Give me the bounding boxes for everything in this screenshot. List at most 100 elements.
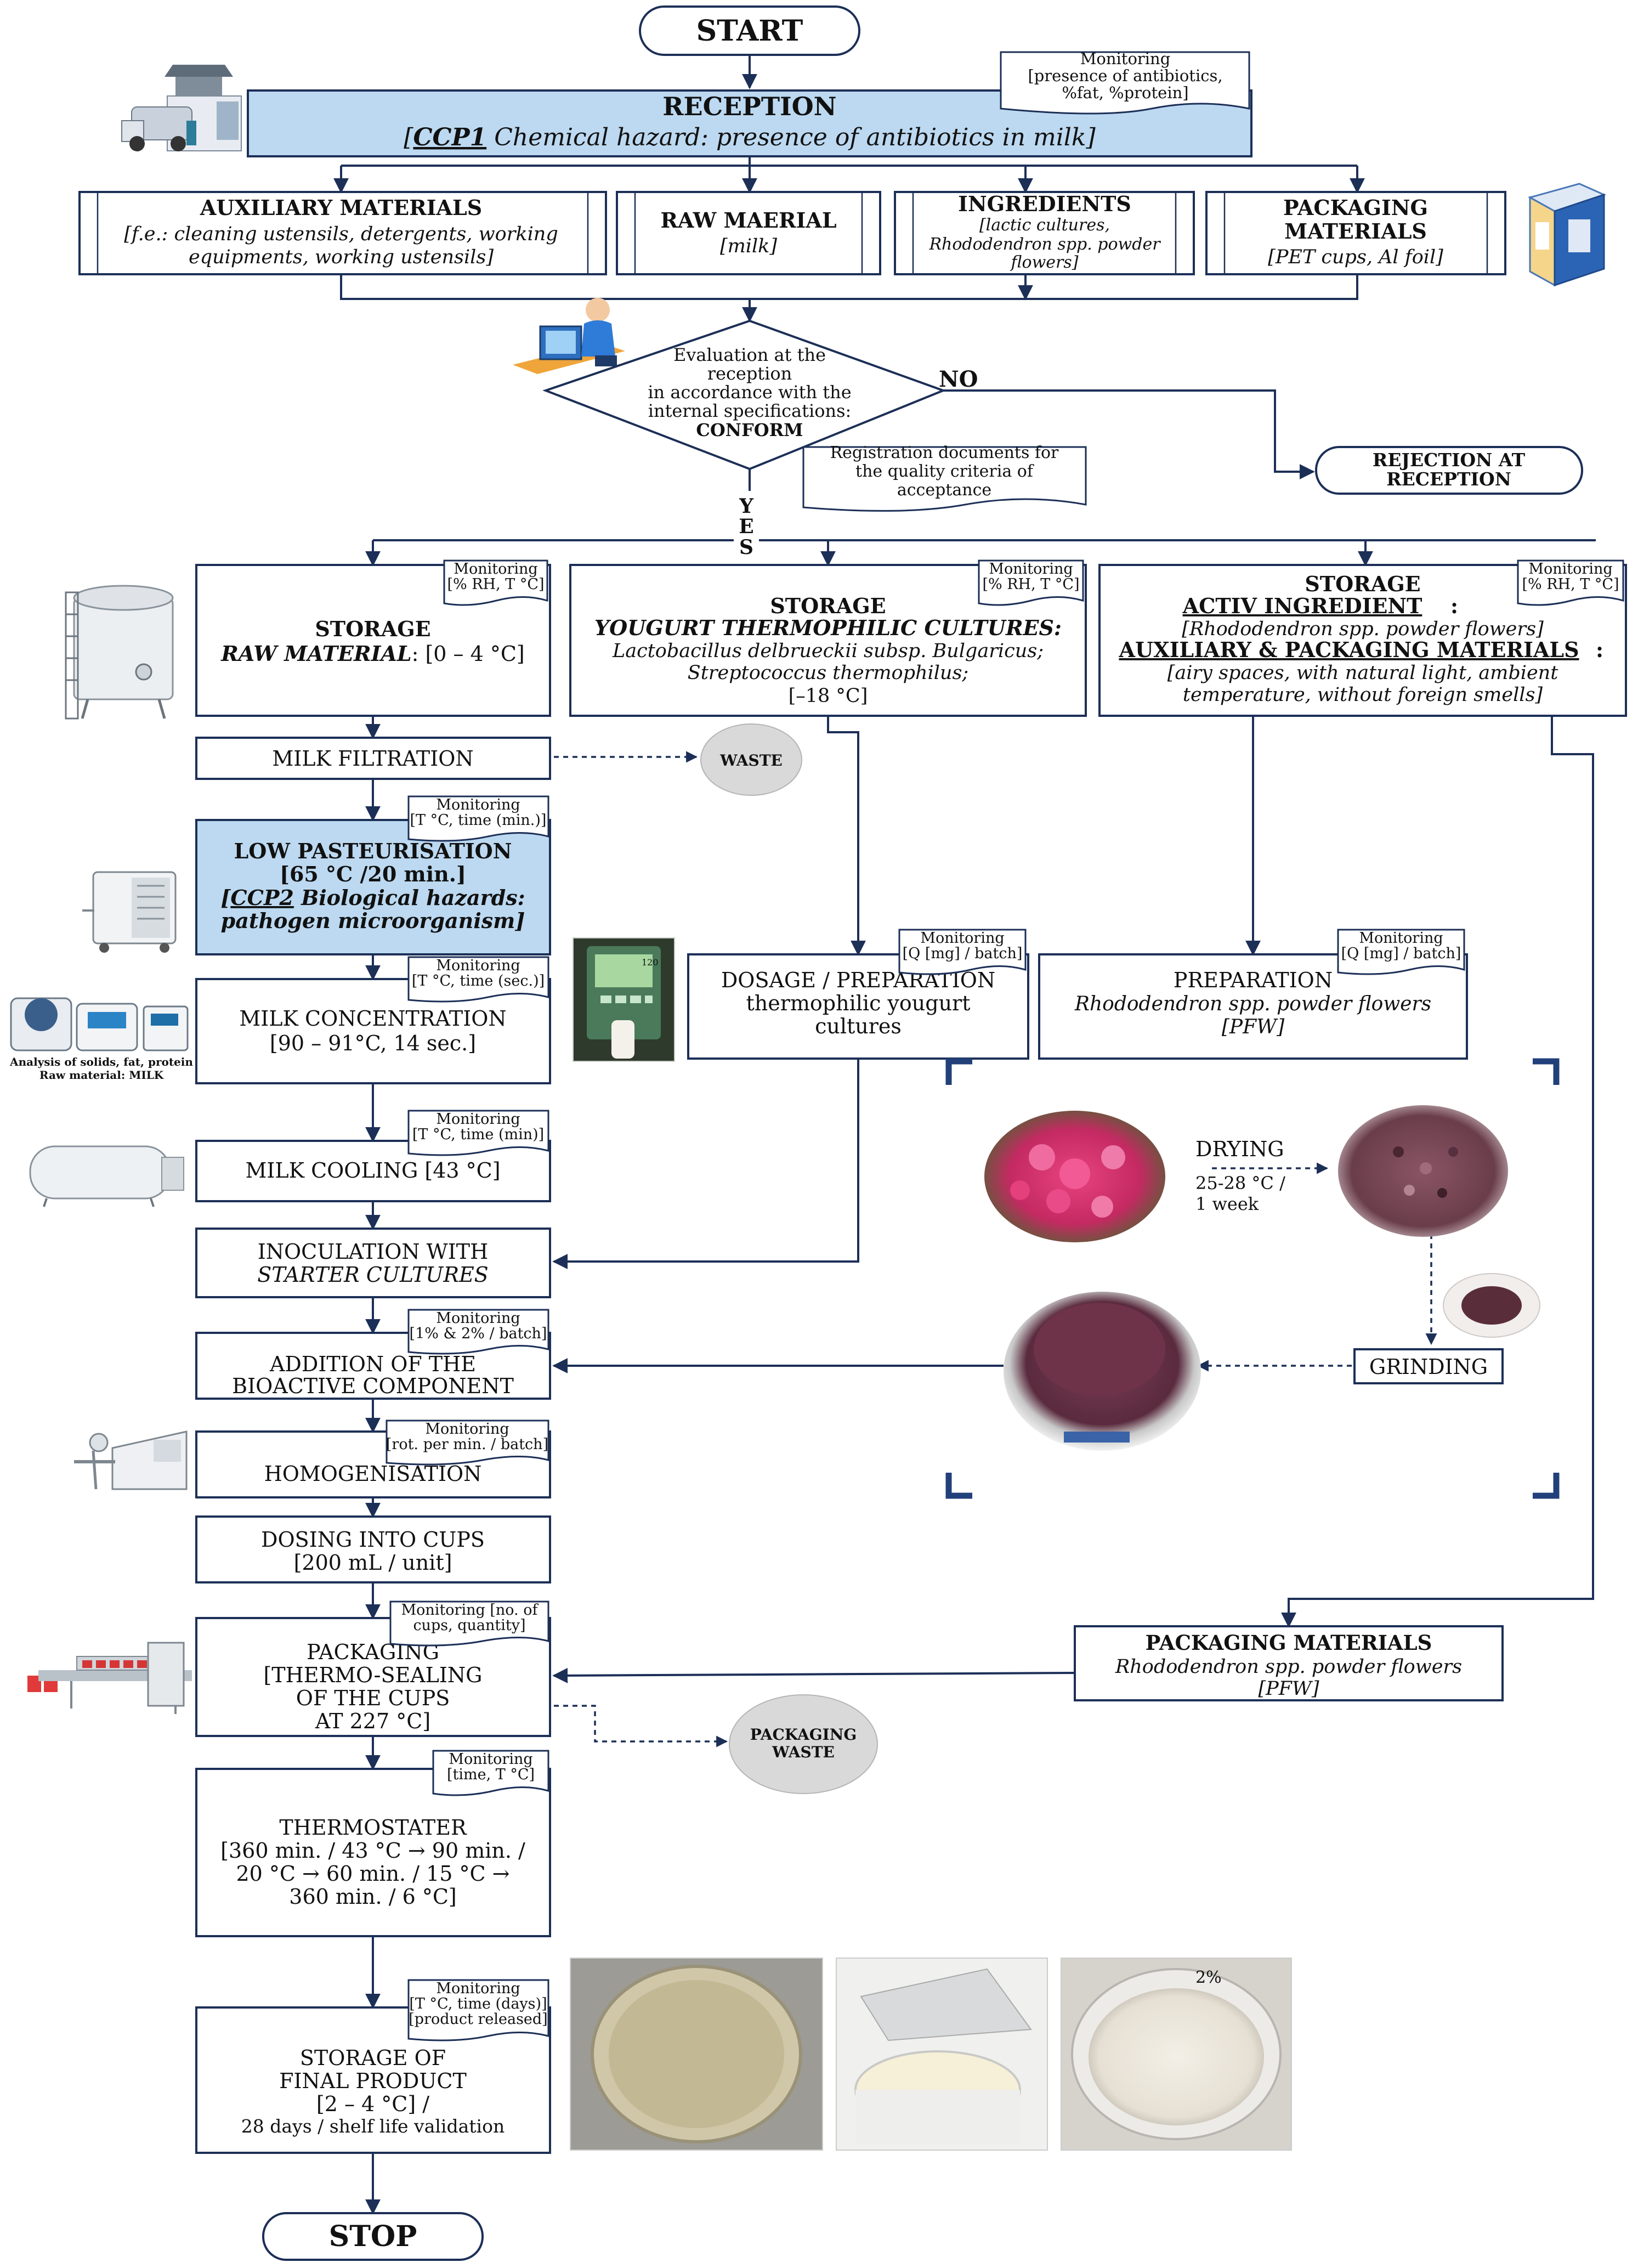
thermostater-monitoring: Monitoring [time, T °C]	[432, 1750, 549, 1796]
registration-line: the quality criteria of	[855, 462, 1034, 481]
packaging-title: PACKAGING	[1283, 195, 1428, 220]
monitoring-line: [T °C, time (min)]	[412, 1126, 544, 1143]
cup-label: 2%	[1195, 1968, 1222, 1987]
thermostater-line: 360 min. / 6 °C]	[289, 1885, 456, 1909]
monitoring-line: Monitoring	[1528, 561, 1612, 578]
packaging-waste-bubble: PACKAGING WASTE	[729, 1694, 878, 1794]
lab-analysers-icon	[10, 997, 189, 1051]
waste-bubble: WASTE	[700, 723, 802, 796]
storage-active-colon: :	[1450, 593, 1458, 618]
storage-active-sub2: AUXILIARY & PACKAGING MATERIALS	[1118, 637, 1579, 662]
ccp2-text-2: pathogen microorganism]	[221, 908, 525, 933]
auxiliary-materials-box: AUXILIARY MATERIALS [f.e.: cleaning uste…	[78, 191, 607, 275]
device-display-readout: 120	[642, 957, 659, 968]
preparation-line: [PFW]	[1222, 1016, 1285, 1038]
start-label: START	[696, 14, 803, 48]
preparation-line: Rhododendron spp. powder flowers	[1074, 993, 1431, 1015]
packaging-right-title: PACKAGING MATERIALS	[1146, 1631, 1432, 1655]
thermostater-line: [360 min. / 43 °C → 90 min. /	[220, 1839, 525, 1863]
thermostater-box: THERMOSTATER [360 min. / 43 °C → 90 min.…	[195, 1768, 551, 1937]
inoculation-sub: STARTER CULTURES	[257, 1263, 488, 1287]
dosing-cups-sub: [200 mL / unit]	[294, 1551, 452, 1575]
decision-conform: CONFORM	[696, 420, 803, 440]
dried-flowers-image	[1338, 1105, 1508, 1237]
pasteuriser-icon	[82, 871, 177, 953]
thermostater-line: 20 °C → 60 min. / 15 °C →	[236, 1862, 509, 1886]
monitoring-line: [T °C, time (days)]	[409, 1995, 547, 2012]
packaging-line: [PET cups, Al foil]	[1268, 246, 1443, 268]
storage-active-line: [Rhododendron spp. powder flowers]	[1182, 618, 1544, 640]
storage-raw-temp: : [0 – 4 °C]	[412, 642, 525, 666]
storage-raw-monitoring: Monitoring [% RH, T °C]	[443, 559, 548, 606]
inoculation-box: INOCULATION WITH STARTER CULTURES	[195, 1228, 551, 1298]
dosage-monitoring: Monitoring [Q [mg] / batch]	[898, 929, 1027, 975]
cooling-monitoring: Monitoring [T °C, time (min)]	[407, 1110, 549, 1156]
pasteurisation-params: [65 °C /20 min.]	[280, 862, 466, 886]
monitoring-line: Monitoring	[989, 561, 1073, 578]
storage-active-monitoring: Monitoring [% RH, T °C]	[1517, 559, 1624, 606]
addition-title: ADDITION OF THE	[269, 1352, 476, 1376]
analysis-caption: Raw material: MILK	[39, 1068, 164, 1082]
computer-user-icon	[513, 298, 625, 374]
monitoring-line: cups, quantity]	[413, 1617, 525, 1634]
ccp2-text: Biological hazards:	[294, 885, 525, 910]
reception-title: RECEPTION	[662, 92, 836, 121]
storage-active-box: STORAGE ACTIV INGREDIENT : [Rhododendron…	[1098, 564, 1627, 717]
concentration-title: MILK CONCENTRATION	[239, 1006, 506, 1031]
decision-line: reception	[707, 363, 792, 384]
storage-silo-icon	[65, 585, 174, 720]
start-terminal: START	[639, 5, 860, 56]
flow-connectors	[333, 55, 1596, 2215]
stop-label: STOP	[329, 2220, 417, 2253]
inoculation-title: INOCULATION WITH	[258, 1240, 489, 1264]
rejection-terminal: REJECTION AT RECEPTION	[1315, 446, 1583, 495]
monitoring-line: [T °C, time (sec.)]	[412, 972, 545, 989]
rejection-line: RECEPTION	[1386, 468, 1511, 490]
monitoring-line: Monitoring	[449, 1751, 532, 1768]
grinding-label: GRINDING	[1369, 1355, 1488, 1379]
dosing-cups-box: DOSING INTO CUPS [200 mL / unit]	[195, 1515, 551, 1583]
yes-letter: Y	[739, 495, 754, 518]
sealed-cup-image	[570, 1958, 823, 2151]
yogurt-bowl-image: 2%	[1061, 1958, 1292, 2151]
raw-material-title: RAW MAERIAL	[660, 208, 836, 233]
storage-cultures-title: STORAGE	[770, 593, 886, 618]
powder-image	[1004, 1292, 1201, 1451]
registration-line: acceptance	[897, 480, 991, 500]
ccp2-code: CCP2	[230, 885, 294, 910]
stop-terminal: STOP	[262, 2212, 484, 2261]
measurement-device-image: 120	[573, 937, 675, 1062]
rejection-line: REJECTION AT	[1373, 449, 1526, 471]
dosage-line: cultures	[815, 1014, 902, 1038]
monitoring-line: Monitoring [no. of	[401, 1602, 539, 1619]
monitoring-line: [% RH, T °C]	[447, 576, 544, 593]
storage-active-title: STORAGE	[1305, 572, 1420, 596]
storage-cultures-monitoring: Monitoring [% RH, T °C]	[978, 559, 1084, 606]
ccp1-text: Chemical hazard: presence of antibiotics…	[486, 123, 1086, 151]
packaging-step-monitoring: Monitoring [no. of cups, quantity]	[389, 1600, 549, 1647]
auxiliary-line: equipments, working ustensils]	[189, 246, 494, 268]
monitoring-line: [T °C, time (min.)]	[410, 812, 547, 829]
storage-raw-range: RAW MATERIAL: [0 – 4 °C]	[220, 641, 525, 666]
ingredients-line: [lactic cultures,	[979, 216, 1110, 235]
storage-final-line: [2 – 4 °C] /	[316, 2092, 429, 2116]
milk-cooling-box: MILK COOLING [43 °C]	[195, 1140, 551, 1202]
drying-line: 1 week	[1195, 1194, 1259, 1214]
homogenisation-label: HOMOGENISATION	[264, 1462, 482, 1486]
milk-cooling-label: MILK COOLING [43 °C]	[245, 1158, 500, 1183]
storage-raw-italic: RAW MATERIAL	[220, 641, 411, 666]
drying-line: 25-28 °C /	[1195, 1173, 1285, 1194]
packaging-step-line: AT 227 °C]	[315, 1709, 430, 1733]
addition-box: ADDITION OF THE BIOACTIVE COMPONENT	[195, 1332, 551, 1400]
dried-flowers-bowl-image	[1443, 1273, 1540, 1338]
raw-material-line: [milk]	[720, 235, 777, 257]
milk-truck-icon	[121, 65, 242, 151]
ccp1-code: CCP1	[413, 123, 486, 151]
homogenisation-monitoring: Monitoring [rot. per min. / batch]	[386, 1419, 549, 1466]
preparation-monitoring: Monitoring [Q [mg] / batch]	[1337, 929, 1465, 975]
addition-sub: BIOACTIVE COMPONENT	[232, 1374, 514, 1398]
storage-final-line: 28 days / shelf life validation	[241, 2116, 505, 2137]
concentration-monitoring: Monitoring [T °C, time (sec.)]	[407, 956, 549, 1003]
cooling-tank-icon	[29, 1145, 184, 1207]
packaging-title: MATERIALS	[1284, 219, 1427, 244]
